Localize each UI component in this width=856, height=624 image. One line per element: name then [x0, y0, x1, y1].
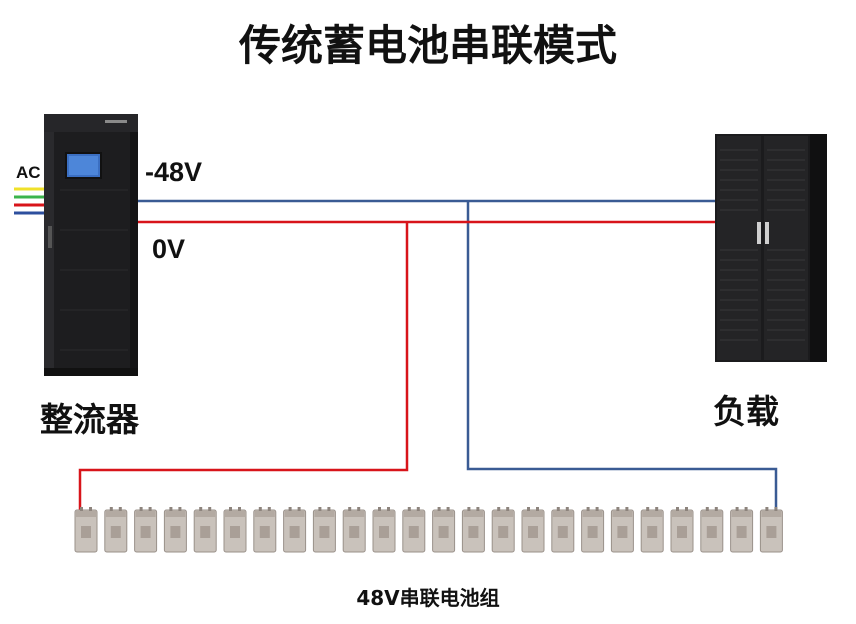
- battery-cell: [670, 507, 694, 553]
- battery-cell: [372, 507, 396, 553]
- battery-cell: [551, 507, 575, 553]
- battery-cell: [432, 507, 456, 553]
- load-label: 负载: [713, 392, 779, 431]
- battery-cell: [730, 507, 754, 553]
- battery-cell: [581, 507, 605, 553]
- battery-bank: [74, 507, 783, 553]
- battery-cell: [640, 507, 664, 553]
- battery-bank-label: 48V串联电池组: [356, 586, 500, 610]
- load-cabinet: [715, 134, 827, 362]
- battery-cell: [223, 507, 247, 553]
- battery-cell: [461, 507, 485, 553]
- positive-battery-wire: [78, 222, 409, 510]
- zero-volt-label: 0V: [152, 234, 186, 264]
- diagram-title: 传统蓄电池串联模式: [238, 21, 617, 70]
- battery-cell: [491, 507, 515, 553]
- negative-battery-wire: [466, 201, 778, 510]
- battery-cell: [253, 507, 277, 553]
- battery-cell: [759, 507, 783, 553]
- battery-cell: [104, 507, 128, 553]
- battery-cell: [74, 507, 98, 553]
- battery-cell: [193, 507, 217, 553]
- door-handle-right: [765, 222, 769, 244]
- battery-cell: [163, 507, 187, 553]
- door-handle-left: [757, 222, 761, 244]
- battery-cell: [610, 507, 634, 553]
- battery-cell: [283, 507, 307, 553]
- ac-label: AC: [16, 163, 41, 182]
- rectifier-label: 整流器: [40, 400, 139, 439]
- negative-48v-label: -48V: [145, 157, 203, 187]
- cabinet-handle: [48, 226, 52, 248]
- battery-cell: [342, 507, 366, 553]
- battery-cell: [700, 507, 724, 553]
- ac-input-lines: [14, 187, 44, 215]
- battery-cell: [134, 507, 158, 553]
- rectifier-cabinet: [44, 114, 138, 376]
- battery-cell: [521, 507, 545, 553]
- battery-cell: [402, 507, 426, 553]
- battery-cell: [312, 507, 336, 553]
